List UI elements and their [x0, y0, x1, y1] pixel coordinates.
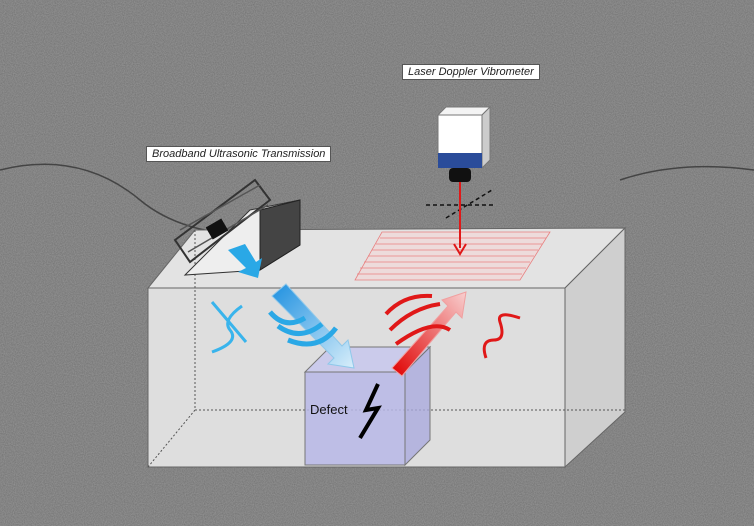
ultrasonic-label: Broadband Ultrasonic Transmission [146, 146, 332, 162]
ultrasonic-transducer [173, 178, 301, 276]
reflected-waves [384, 293, 452, 346]
reflected-wave-arrow [391, 291, 467, 377]
laser-doppler-vibrometer [426, 105, 496, 256]
ultrasonic-wave-arrow [271, 283, 355, 369]
ldv-label: Laser Doppler Vibrometer [402, 64, 540, 80]
surface-wave [482, 313, 521, 359]
scan-grid [354, 231, 551, 281]
crack-icon [358, 383, 382, 440]
ultrasonic-waves [268, 310, 338, 347]
defect-label: Defect [310, 402, 348, 417]
incident-arrow [228, 244, 262, 278]
lamb-wave [210, 301, 248, 354]
